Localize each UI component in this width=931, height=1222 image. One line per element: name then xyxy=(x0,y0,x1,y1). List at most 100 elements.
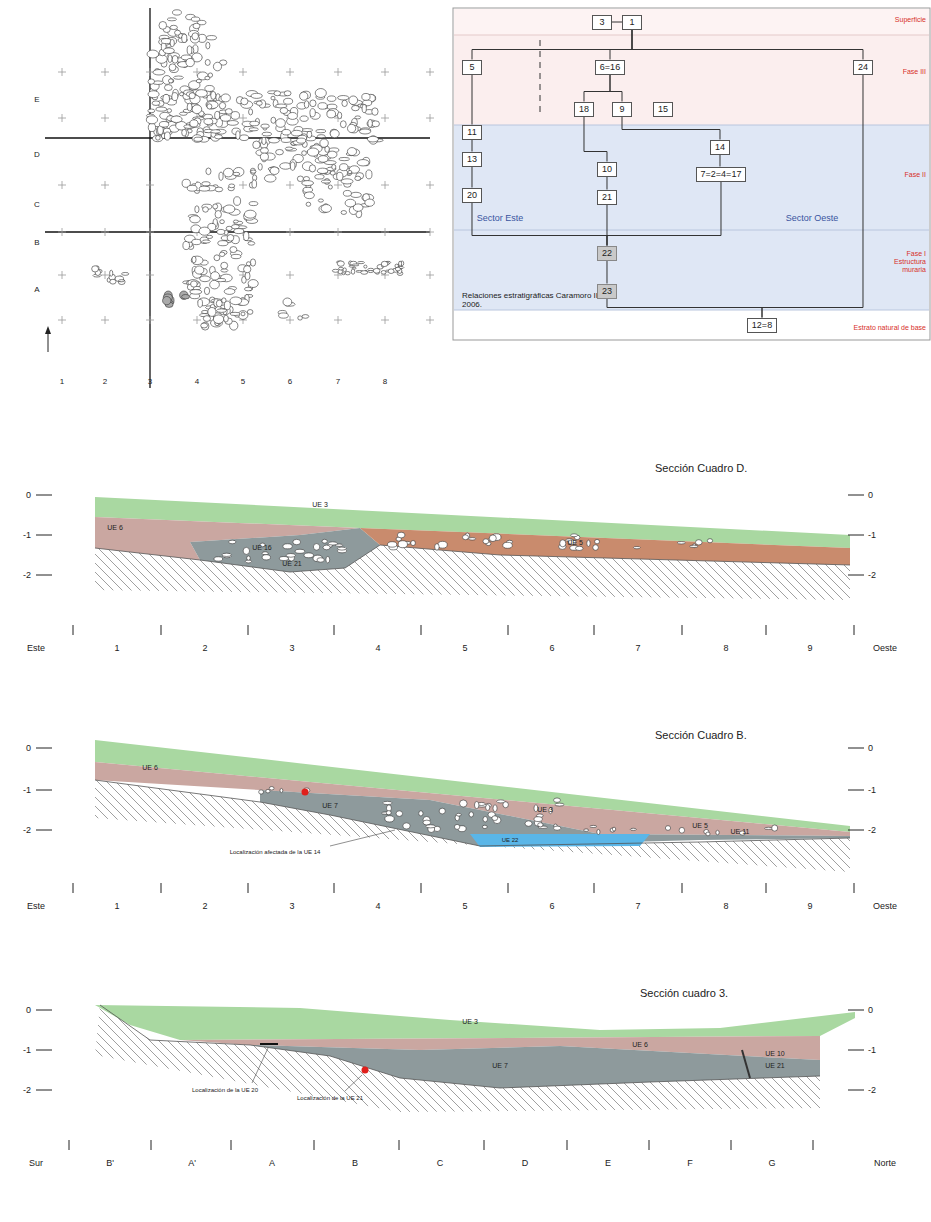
tick xyxy=(248,625,249,635)
stone xyxy=(203,316,210,322)
stone xyxy=(587,540,590,546)
stone xyxy=(555,803,564,806)
stone xyxy=(317,135,325,138)
stone xyxy=(300,92,308,100)
unit-number: 15 xyxy=(658,104,668,115)
stone xyxy=(274,91,281,96)
label: 8 xyxy=(723,643,728,653)
unit-box: 1 xyxy=(622,15,642,30)
label: Fase III xyxy=(903,68,926,76)
stone xyxy=(224,289,235,295)
label: -2 xyxy=(23,825,31,835)
stone xyxy=(373,268,380,273)
stone xyxy=(247,556,251,560)
stone xyxy=(341,211,346,215)
stone xyxy=(534,817,542,822)
stone xyxy=(366,170,372,179)
unit-box: 13 xyxy=(462,152,482,167)
stone xyxy=(196,79,201,83)
unit-number: 5 xyxy=(467,62,477,73)
stone xyxy=(358,261,365,263)
stone xyxy=(224,315,229,322)
tick xyxy=(731,1140,732,1150)
stone xyxy=(707,539,712,543)
grid-cross xyxy=(101,316,109,324)
label: 5 xyxy=(462,643,467,653)
stone xyxy=(219,252,224,256)
stone xyxy=(213,315,223,324)
label: 8 xyxy=(723,901,728,911)
grid-cross xyxy=(286,271,294,279)
stone xyxy=(241,98,248,105)
stone xyxy=(315,175,324,180)
stone xyxy=(362,93,370,100)
stone xyxy=(276,119,286,128)
tick xyxy=(231,1140,232,1150)
matrix-link xyxy=(632,30,863,60)
label: G xyxy=(768,1158,775,1168)
stone xyxy=(327,110,336,118)
unit-number: 23 xyxy=(602,286,612,297)
stone xyxy=(460,800,467,807)
stone xyxy=(339,157,350,160)
stone xyxy=(503,542,512,548)
label: B' xyxy=(106,1158,114,1168)
grid-cross xyxy=(146,181,154,189)
scale-dash xyxy=(848,748,864,749)
label: Localización afectada de la UE 14 xyxy=(230,849,321,856)
stone xyxy=(204,119,213,125)
label: Sección Cuadro B. xyxy=(655,729,747,742)
stone xyxy=(291,130,302,136)
stone xyxy=(396,811,403,817)
stone xyxy=(229,540,236,544)
stone xyxy=(192,135,202,143)
stone xyxy=(356,176,362,180)
stone xyxy=(244,287,251,291)
stone xyxy=(302,151,307,156)
label: 3 xyxy=(289,901,294,911)
stone xyxy=(148,109,155,113)
stone xyxy=(222,553,231,556)
scale-dash xyxy=(848,790,864,791)
stone xyxy=(300,116,308,121)
leader-line xyxy=(345,1075,362,1091)
stone xyxy=(327,96,336,101)
matrix-link xyxy=(719,155,720,167)
stone xyxy=(214,255,220,261)
label: UE 6 xyxy=(632,1041,648,1049)
stone xyxy=(230,312,240,315)
stone xyxy=(220,220,225,224)
stone xyxy=(246,262,250,266)
stone xyxy=(258,164,262,171)
stone xyxy=(195,266,204,274)
stone xyxy=(244,210,256,218)
stone xyxy=(633,546,640,548)
label: -1 xyxy=(23,530,31,540)
grid-cross xyxy=(58,316,66,324)
tick xyxy=(594,625,595,635)
unit-number: 11 xyxy=(467,127,477,138)
stone xyxy=(163,94,170,103)
label: -2 xyxy=(23,570,31,580)
stone xyxy=(148,79,154,84)
grid-cross xyxy=(381,228,389,236)
stone xyxy=(327,151,336,158)
grid-cross xyxy=(58,228,66,236)
stone xyxy=(230,247,237,253)
label: 3 xyxy=(148,377,152,386)
grid-cross xyxy=(286,181,294,189)
stone xyxy=(118,280,124,282)
stone xyxy=(383,801,392,804)
stone xyxy=(538,823,543,827)
label: Este xyxy=(27,643,45,653)
stone xyxy=(280,108,288,114)
stone xyxy=(765,827,773,829)
phase-band xyxy=(454,35,929,125)
stone xyxy=(250,259,255,266)
tick xyxy=(682,883,683,893)
stone xyxy=(260,148,268,154)
panel-frame xyxy=(453,8,930,340)
stone xyxy=(307,148,318,156)
unit-box: 14 xyxy=(710,140,730,155)
